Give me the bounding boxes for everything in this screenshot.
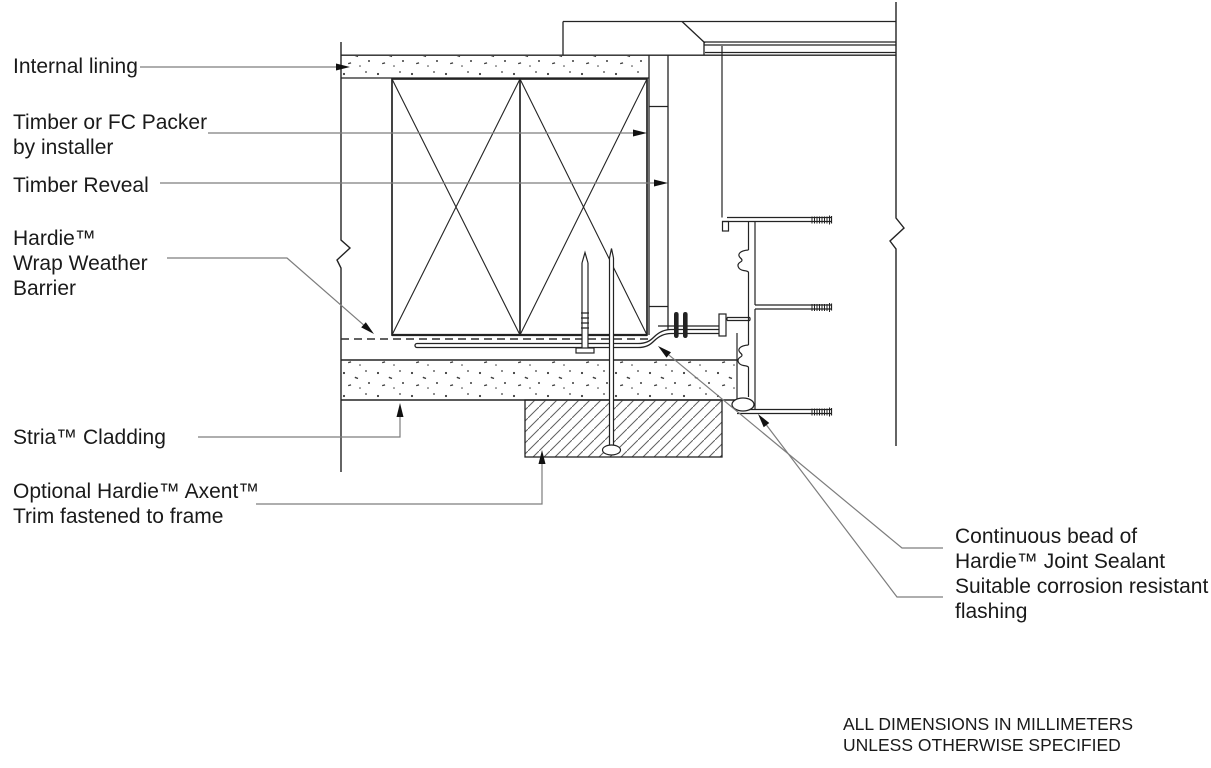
arrow-hardie-wrap xyxy=(361,322,374,334)
leader-flashing xyxy=(766,424,943,598)
dimensions-footnote: ALL DIMENSIONS IN MILLIMETERS UNLESS OTH… xyxy=(843,714,1134,755)
leader-joint-sealant xyxy=(668,354,943,549)
label-axent-trim: Optional Hardie™ Axent™ Trim fastened to… xyxy=(13,480,260,528)
flashing-profile xyxy=(414,325,719,349)
label-timber-reveal: Timber Reveal xyxy=(13,174,149,197)
mullion-profile xyxy=(722,215,833,417)
packer-reveal-column xyxy=(648,55,669,335)
leader-stria-cladding xyxy=(198,416,401,438)
wall-break-line-left xyxy=(336,42,352,472)
leader-axent-trim xyxy=(256,463,543,505)
axent-trim-block xyxy=(524,399,723,458)
leader-lines xyxy=(140,66,943,598)
window-frame-profile xyxy=(718,46,751,337)
arrow-internal-lining xyxy=(336,63,350,71)
sealant-pins xyxy=(674,312,688,338)
arrow-timber-reveal xyxy=(654,179,668,187)
label-internal-lining: Internal lining xyxy=(13,55,138,78)
label-flashing: Suitable corrosion resistant flashing xyxy=(955,575,1209,623)
cladding-band xyxy=(341,359,737,401)
arrow-axent-trim xyxy=(538,450,546,464)
label-stria-cladding: Stria™ Cladding xyxy=(13,426,166,449)
arrow-joint-sealant xyxy=(658,346,671,358)
sealant-bead xyxy=(731,397,755,412)
leader-hardie-wrap xyxy=(167,257,364,326)
leader-arrowheads xyxy=(336,63,770,464)
internal-lining-band xyxy=(341,56,649,79)
arrow-flashing xyxy=(758,414,770,428)
label-hardie-wrap: Hardie™ Wrap Weather Barrier xyxy=(13,227,148,300)
arrow-timber-packer xyxy=(633,129,647,137)
fixing-screw xyxy=(575,250,595,354)
eave-structure xyxy=(341,20,896,56)
timber-frame-x-brace xyxy=(391,78,648,337)
fixing-nail xyxy=(601,248,622,456)
arrow-stria-cladding xyxy=(396,403,404,417)
label-joint-sealant: Continuous bead of Hardie™ Joint Sealant xyxy=(955,525,1166,573)
label-timber-packer: Timber or FC Packer by installer xyxy=(13,111,208,159)
wall-break-line-right xyxy=(889,2,905,446)
